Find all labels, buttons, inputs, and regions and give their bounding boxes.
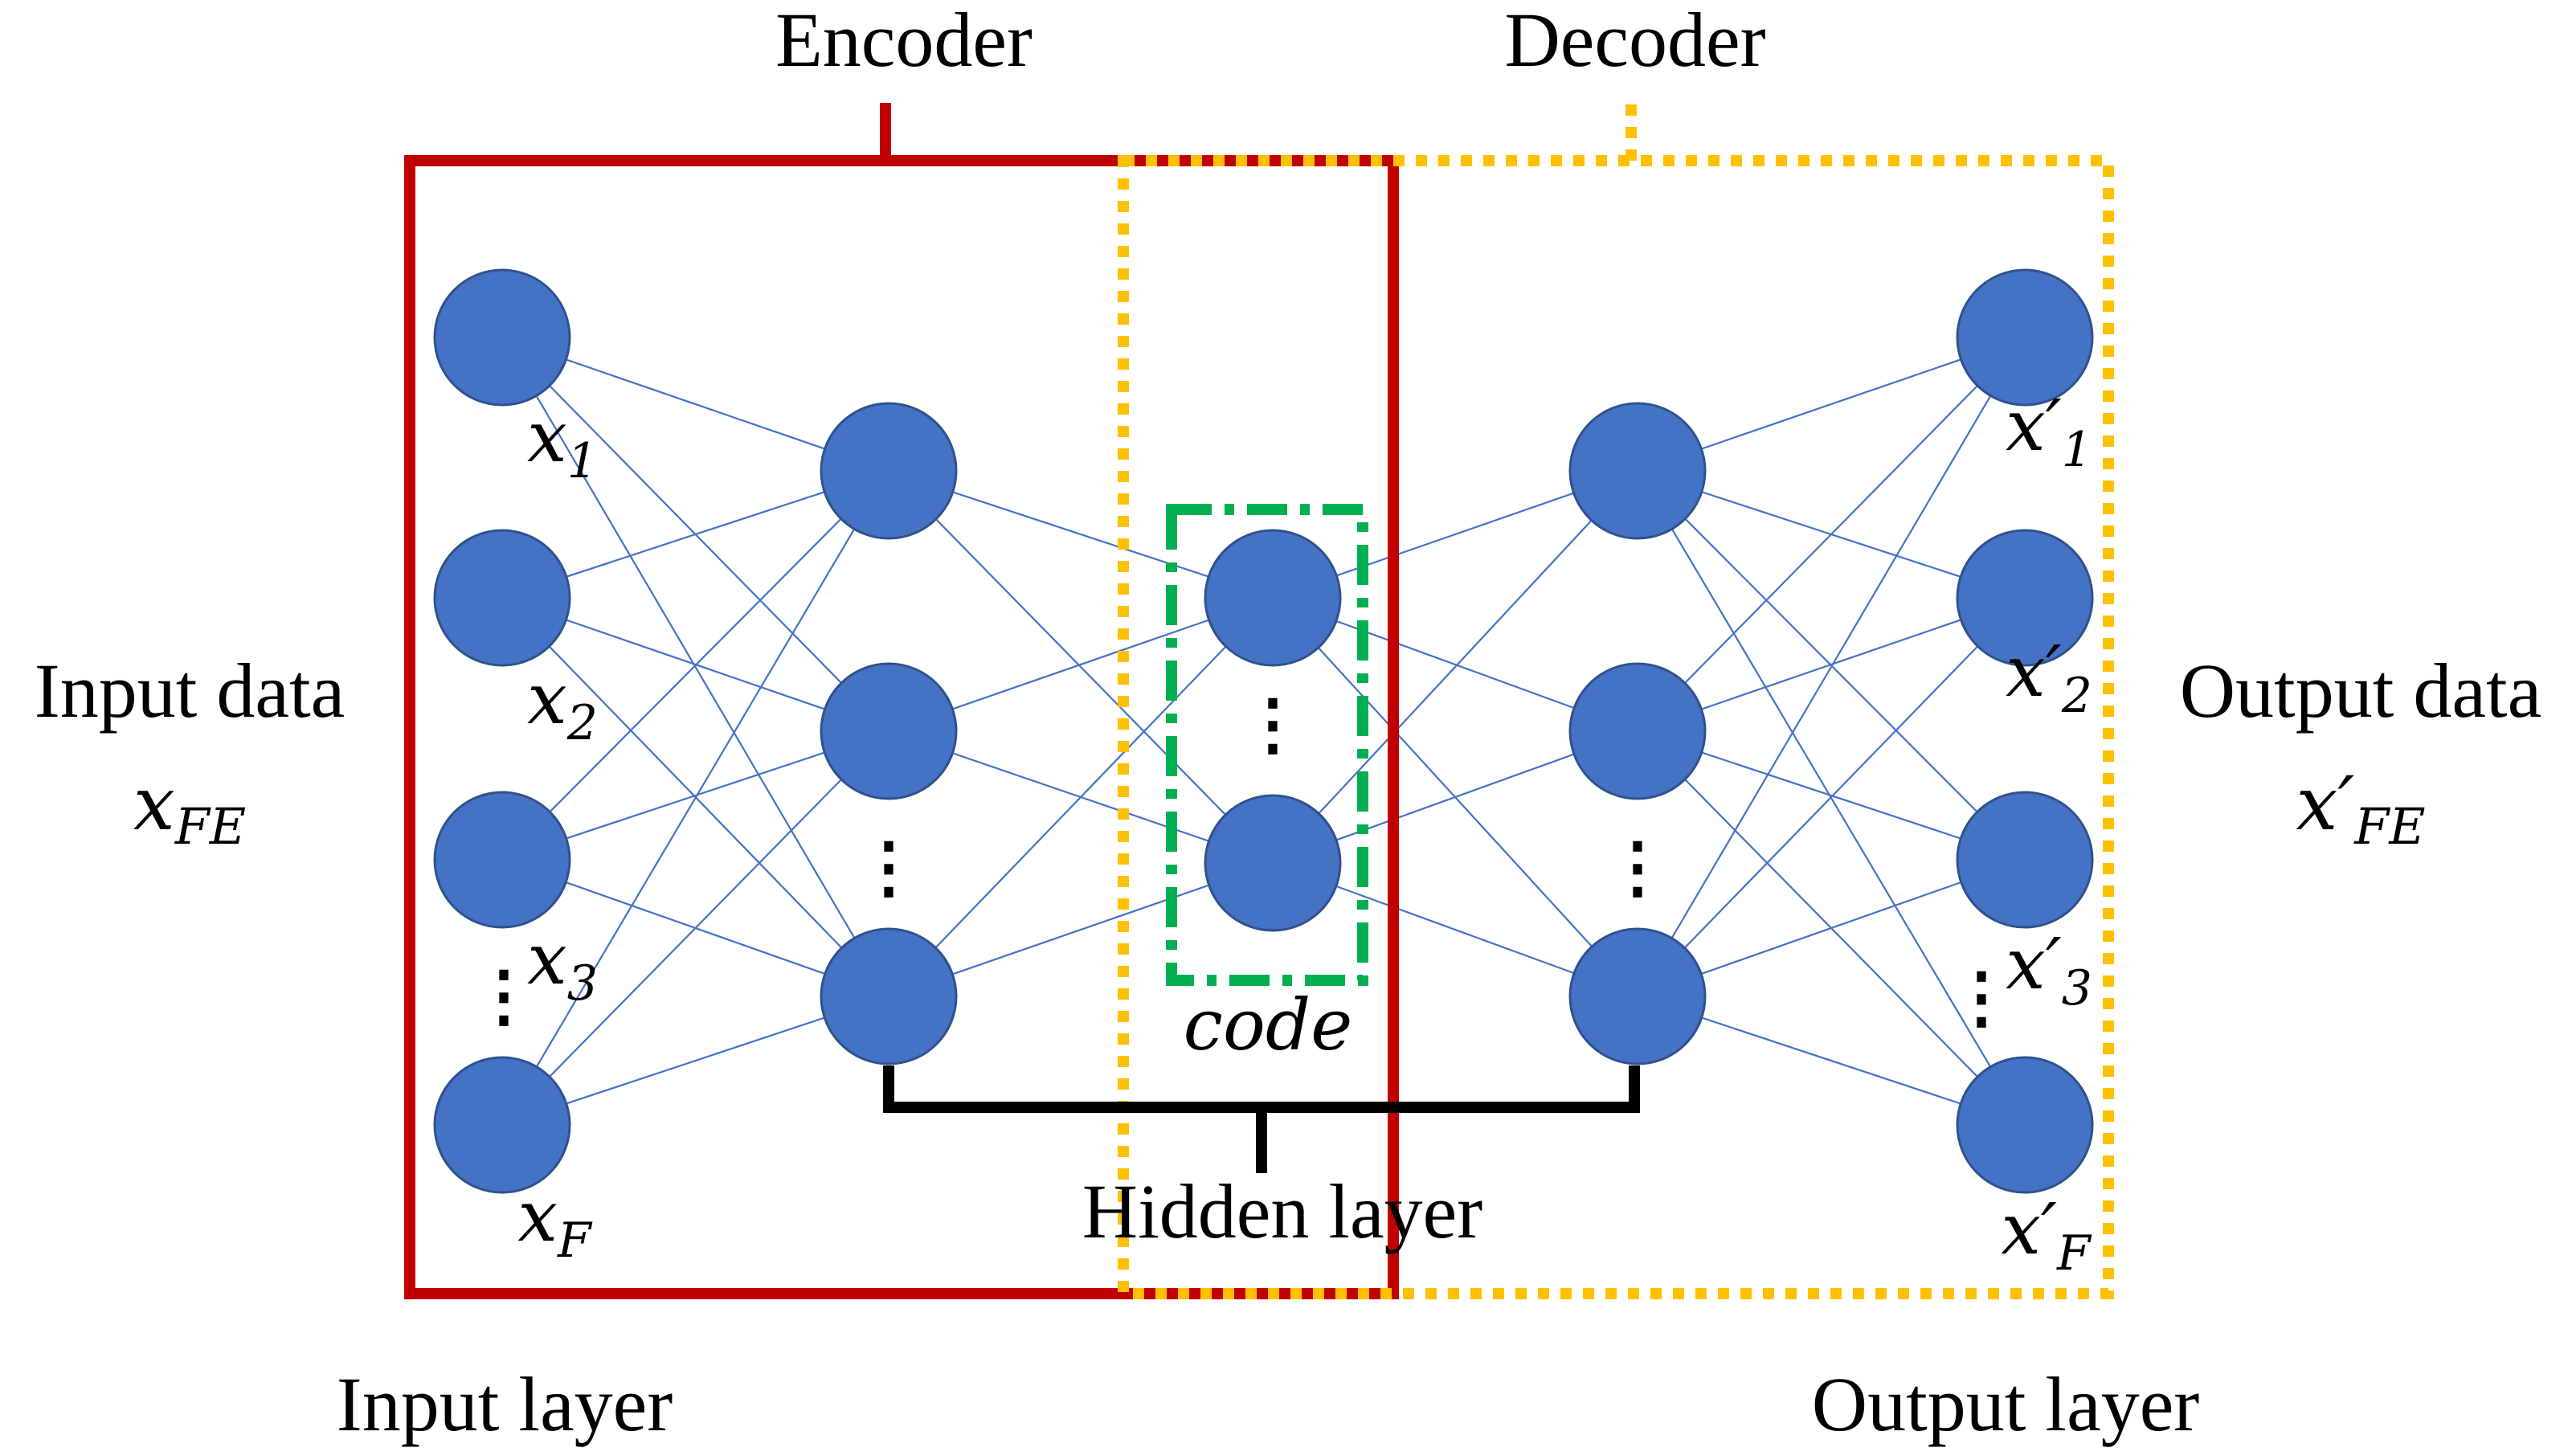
input-node-label-3: x3 xyxy=(527,918,598,1012)
code-ellipsis: ⋮ xyxy=(1239,688,1306,763)
edge-hidden1-0-code-1 xyxy=(888,470,1274,864)
output-data-label: Output data xyxy=(2180,648,2542,734)
ellipsis-marks: ⋮ ⋮ ⋮ ⋮ ⋮ xyxy=(470,688,2015,1036)
output-node-3 xyxy=(1956,791,2094,929)
hidden-layer-label: Hidden layer xyxy=(1082,1168,1483,1254)
neuron-nodes xyxy=(433,268,2094,1194)
output-node-label-2: x′2 xyxy=(2006,630,2092,724)
output-node-4 xyxy=(1956,1056,2094,1194)
output-ellipsis: ⋮ xyxy=(1948,961,2015,1036)
hidden1-node-3 xyxy=(820,927,958,1065)
input-data-symbol: xFE xyxy=(133,761,246,856)
code-box xyxy=(1166,504,1368,986)
input-node-labels: x1 x2 x3 xF xyxy=(517,395,598,1269)
decoder-label: Decoder xyxy=(1504,0,1765,83)
hidden1-ellipsis: ⋮ xyxy=(855,831,922,906)
edge-hidden2-1-output-0 xyxy=(1637,337,2026,732)
code-label: code xyxy=(1184,984,1353,1066)
input-node-2 xyxy=(433,529,571,667)
hidden2-node-2 xyxy=(1568,662,1707,800)
input-layer-label: Input layer xyxy=(337,1361,673,1447)
code-node-1 xyxy=(1204,529,1342,667)
output-node-label-4: x′F xyxy=(2001,1188,2092,1282)
input-ellipsis: ⋮ xyxy=(470,959,538,1034)
code-node-2 xyxy=(1204,794,1342,932)
encoder-box xyxy=(404,103,1399,1299)
hidden-layer-bracket xyxy=(883,1065,1640,1173)
hidden2-node-1 xyxy=(1568,402,1707,540)
decoder-box xyxy=(1118,104,2114,1299)
edge-hidden1-2-code-0 xyxy=(888,597,1274,997)
edge-code-1-hidden2-0 xyxy=(1272,470,1638,864)
input-data-label: Input data xyxy=(35,648,346,734)
edge-input-0-hidden1-2 xyxy=(501,337,889,997)
output-node-labels: x′1 x′2 x′3 x′F xyxy=(2001,384,2092,1282)
input-node-3 xyxy=(433,791,571,929)
edge-hidden2-2-output-1 xyxy=(1637,597,2026,997)
input-node-label-2: x2 xyxy=(527,657,598,751)
encoder-label: Encoder xyxy=(775,0,1033,83)
output-node-label-3: x′3 xyxy=(2006,922,2092,1016)
input-node-label-1: x1 xyxy=(527,395,598,489)
output-node-label-1: x′1 xyxy=(2006,384,2092,478)
edge-input-3-hidden1-1 xyxy=(501,730,889,1126)
edge-hidden2-2-output-0 xyxy=(1637,337,2026,997)
input-node-4 xyxy=(433,1056,571,1194)
output-node-2 xyxy=(1956,529,2094,667)
hidden2-node-3 xyxy=(1568,927,1707,1065)
hidden2-ellipsis: ⋮ xyxy=(1604,831,1671,906)
hidden1-node-2 xyxy=(820,662,958,800)
output-layer-label: Output layer xyxy=(1812,1361,2200,1447)
output-data-symbol: x′FE xyxy=(2296,761,2425,856)
hidden1-node-1 xyxy=(820,402,958,540)
edge-input-3-hidden1-0 xyxy=(501,470,889,1126)
input-node-label-4: xF xyxy=(517,1175,593,1269)
edge-input-2-hidden1-0 xyxy=(501,470,889,861)
output-node-1 xyxy=(1956,268,2094,407)
input-node-1 xyxy=(433,268,571,407)
